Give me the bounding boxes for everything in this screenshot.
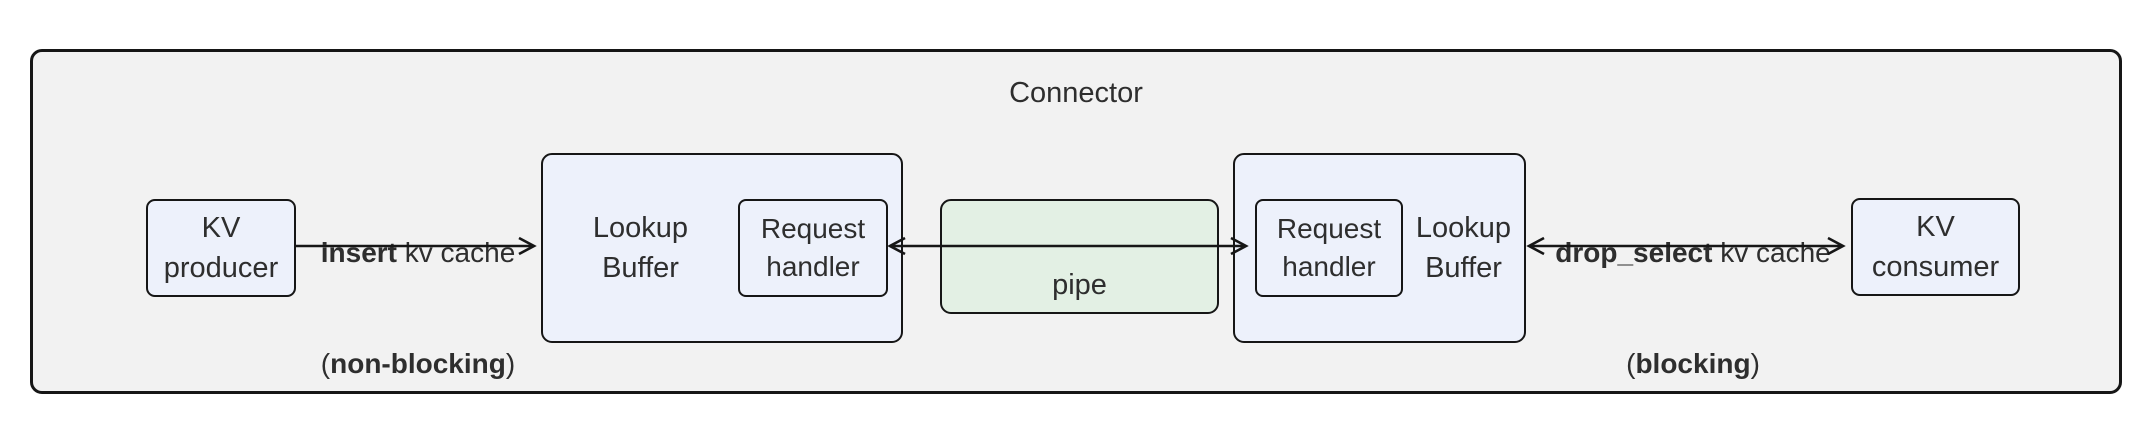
kv-consumer-node: KV consumer (1851, 198, 2020, 296)
pipe-node: pipe (940, 199, 1219, 314)
kv-consumer-label: KV consumer (1871, 211, 2000, 283)
drop-select-edge-line1: drop_select kv cache (1503, 234, 1883, 271)
request-handler-left-node: Request handler (738, 199, 888, 297)
insert-qualifier: non-blocking (330, 348, 506, 379)
drop-select-qualifier: blocking (1635, 348, 1751, 379)
connector-title: Connector (1009, 77, 1143, 109)
lookup-buffer-right-label: Lookup Buffer (1415, 212, 1512, 284)
insert-verb: insert (320, 237, 397, 268)
drop-select-edge-line2: (blocking) (1503, 345, 1883, 382)
request-handler-right-label: Request handler (1276, 213, 1382, 282)
drop-select-edge-label: drop_select kv cache (blocking) (1503, 160, 1883, 438)
insert-open-paren: ( (320, 348, 331, 379)
insert-object: kv cache (396, 237, 516, 268)
drop-select-verb: drop_select (1555, 237, 1713, 268)
drop-select-close-paren: ) (1750, 348, 1760, 379)
lookup-buffer-right-node: Request handler Lookup Buffer (1233, 153, 1526, 343)
lookup-buffer-left-label: Lookup Buffer (592, 212, 689, 284)
connector-container: Connector KV producer insert kv cache (n… (30, 49, 2122, 394)
kv-producer-label: KV producer (163, 212, 279, 284)
request-handler-left-label: Request handler (760, 213, 866, 282)
insert-edge-line2: (non-blocking) (248, 345, 588, 382)
insert-edge-line1: insert kv cache (248, 234, 588, 271)
lookup-buffer-left-node: Lookup Buffer Request handler (541, 153, 903, 343)
drop-select-open-paren: ( (1626, 348, 1636, 379)
lookup-buffer-left-label-area: Lookup Buffer (543, 208, 738, 288)
insert-edge-label: insert kv cache (non-blocking) (248, 160, 588, 438)
lookup-buffer-right-label-area: Lookup Buffer (1403, 208, 1524, 288)
insert-close-paren: ) (505, 348, 516, 379)
kv-producer-node: KV producer (146, 199, 296, 297)
request-handler-right-node: Request handler (1255, 199, 1403, 297)
drop-select-object: kv cache (1712, 237, 1831, 268)
pipe-label: pipe (1052, 269, 1107, 301)
